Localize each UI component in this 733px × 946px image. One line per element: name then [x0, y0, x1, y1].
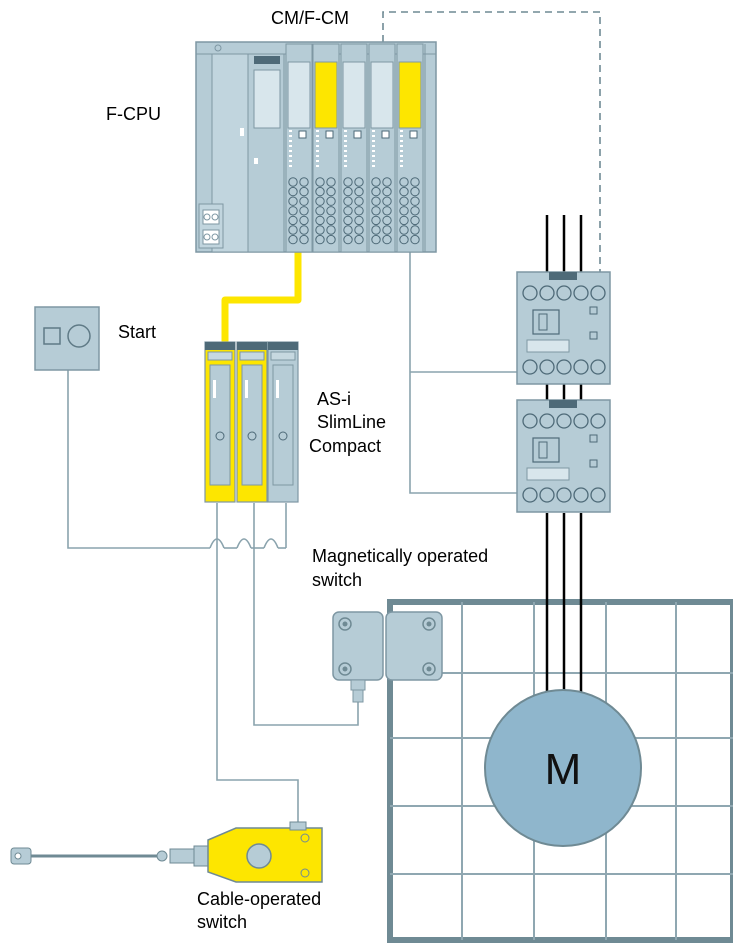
magnetic-switch-label-line2: switch [312, 570, 362, 590]
fcpu-label: F-CPU [106, 104, 161, 124]
io-module [396, 43, 424, 253]
contactor [516, 399, 611, 513]
cm-fcm-label: CM/F-CM [271, 8, 349, 28]
asi-module [267, 341, 299, 503]
signal-wires [67, 250, 521, 822]
io-modules [285, 43, 426, 253]
power-lines [545, 215, 583, 700]
cable-switch-label-line2: switch [197, 912, 247, 932]
magnetic-switch[interactable] [332, 611, 443, 703]
start-label: Start [118, 322, 156, 342]
asi-module [204, 341, 236, 503]
motor: M [484, 689, 642, 847]
magnetic-switch-label-line1: Magnetically operated [312, 546, 488, 566]
motor-label: M [545, 745, 582, 794]
cable-operated-switch[interactable] [10, 821, 323, 883]
cable-switch-label-line1: Cable-operated [197, 889, 321, 909]
safety-fence [387, 599, 733, 943]
start-button[interactable] [34, 306, 100, 371]
asi-label-line1: AS-i [317, 389, 351, 409]
contactors [516, 271, 611, 513]
asi-label-line2: SlimLine [317, 412, 386, 432]
io-module [368, 43, 396, 253]
cm-fcm-dashed-link [382, 11, 601, 272]
asi-label-line3: Compact [309, 436, 381, 456]
io-module [312, 43, 340, 253]
io-module [340, 43, 368, 253]
asi-slimline-modules [204, 341, 299, 503]
asi-yellow-cable [221, 250, 302, 342]
io-module [285, 43, 313, 253]
asi-module [236, 341, 268, 503]
contactor [516, 271, 611, 385]
